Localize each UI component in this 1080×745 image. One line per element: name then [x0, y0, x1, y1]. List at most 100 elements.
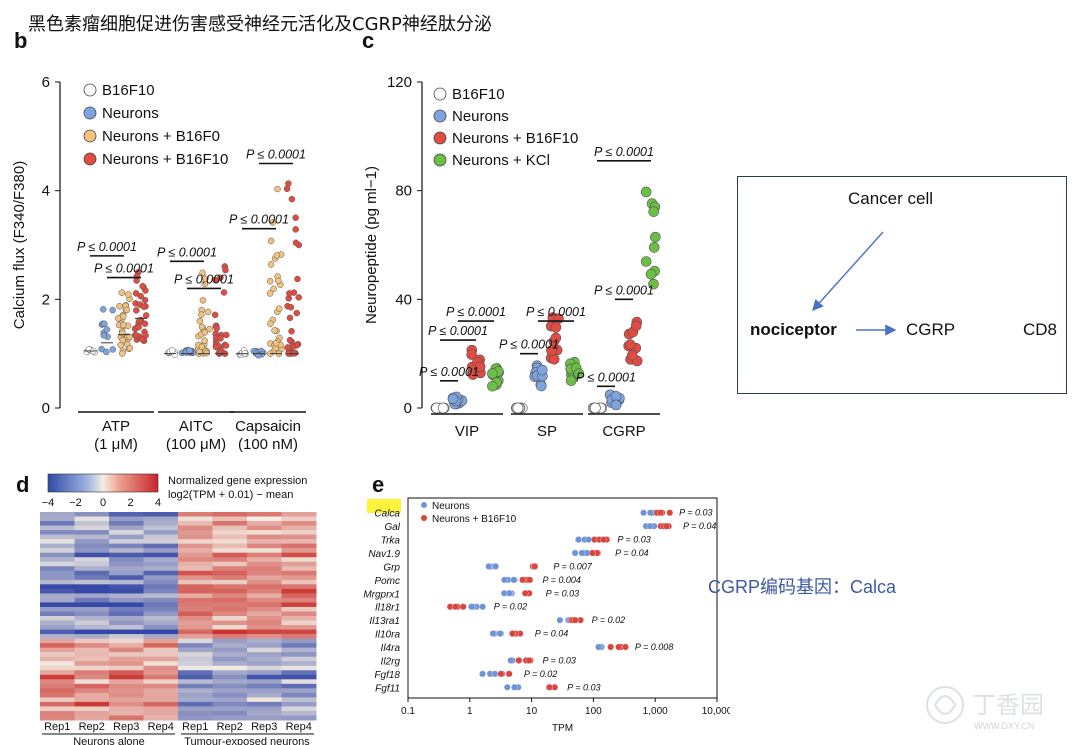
d-heatmap-cell [143, 566, 179, 572]
d-heatmap-cell [109, 710, 144, 716]
d-heatmap-cell [74, 643, 110, 649]
d-heatmap-cell [178, 683, 213, 689]
d-heatmap-cell [212, 638, 248, 644]
d-heatmap-cell [247, 566, 282, 572]
d-heatmap-cell [74, 697, 110, 703]
d-heatmap-cell [143, 548, 179, 554]
e-p-value: P = 0.04 [683, 521, 716, 531]
d-heatmap-cell [74, 584, 110, 590]
b-data-point [284, 344, 291, 351]
d-heatmap-cell [281, 638, 317, 644]
c-y-tick-label: 0 [404, 400, 412, 417]
e-data-point [525, 657, 533, 664]
e-plot-frame [407, 497, 718, 699]
d-heatmap-cell [109, 534, 144, 540]
d-heatmap-cell [40, 566, 75, 572]
d-heatmap-cell [281, 706, 317, 712]
e-data-point [479, 603, 487, 611]
d-heatmap-cell [178, 688, 213, 694]
d-heatmap-cell [247, 679, 282, 685]
b-data-point [206, 325, 213, 333]
d-heatmap-cell [281, 710, 317, 716]
d-heatmap-cell [40, 652, 75, 658]
d-heatmap-cell [281, 629, 317, 635]
b-data-point [133, 277, 140, 284]
e-data-point [491, 670, 499, 678]
d-heatmap-cell [212, 647, 248, 653]
d-heatmap-cell [247, 643, 282, 649]
b-data-point [217, 335, 224, 342]
e-data-point [459, 603, 467, 611]
c-group-label: SP [537, 423, 557, 440]
d-heatmap-cell [143, 683, 179, 689]
d-heatmap-cell [281, 611, 317, 617]
b-data-point [142, 312, 150, 319]
d-heatmap-cell [212, 629, 248, 635]
b-legend-marker [83, 83, 97, 97]
e-p-value: P = 0.008 [635, 642, 673, 652]
d-column-label: Rep2 [79, 721, 105, 733]
e-data-point [509, 630, 516, 637]
d-heatmap-cell [212, 701, 248, 707]
b-data-point [223, 331, 230, 339]
e-data-point [519, 576, 526, 584]
d-heatmap-cell [281, 521, 317, 527]
d-heatmap-cell [247, 602, 282, 608]
panel-label-d: d [16, 472, 30, 497]
d-heatmap-cell [74, 616, 110, 622]
d-heatmap-cell [109, 674, 144, 680]
b-data-point [135, 323, 142, 331]
d-heatmap-cell [109, 552, 144, 558]
b-p-value: P ≤ 0.0001 [157, 245, 217, 259]
d-heatmap-cell [247, 665, 282, 671]
d-heatmap-cell [281, 548, 317, 554]
b-data-point [119, 336, 126, 344]
d-heatmap-cell [40, 543, 75, 549]
e-gene-label: Gal [384, 522, 400, 533]
d-heatmap-cell [247, 521, 282, 527]
d-heatmap-cell [143, 620, 179, 626]
d-heatmap-cell [143, 584, 179, 590]
e-gene-highlight [367, 499, 401, 513]
b-data-point [138, 335, 146, 343]
d-column-label: Rep3 [113, 721, 139, 733]
b-data-point [211, 311, 219, 319]
d-heatmap-cell [74, 715, 110, 721]
b-data-point [267, 237, 275, 245]
d-heatmap-cell [178, 656, 213, 662]
e-data-point [595, 643, 602, 651]
b-data-point [204, 308, 212, 316]
d-heatmap-cell [212, 697, 248, 703]
b-data-point [286, 314, 294, 322]
b-legend-entry: Neurons + B16F10 [102, 151, 228, 168]
d-heatmap-cell [247, 625, 282, 631]
d-heatmap-cell [178, 643, 213, 649]
e-gene-label: Il18r1 [375, 603, 400, 614]
e-data-point [503, 683, 511, 691]
d-heatmap-cell [40, 625, 75, 631]
d-heatmap-cell [281, 575, 317, 581]
d-heatmap-cell [74, 679, 110, 685]
e-data-point [589, 549, 596, 557]
d-heatmap-cell [40, 679, 75, 685]
d-heatmap-cell [178, 701, 213, 707]
e-data-point [546, 683, 553, 691]
d-heatmap-cell [74, 597, 110, 603]
e-data-point [510, 576, 518, 584]
d-heatmap-cell [281, 570, 317, 576]
d-heatmap-cell [281, 584, 317, 590]
e-p-value: P = 0.02 [494, 602, 527, 612]
b-data-point [119, 329, 126, 337]
b-data-point [294, 275, 301, 283]
d-heatmap-cell [281, 606, 317, 612]
d-heatmap-cell [212, 557, 248, 563]
c-y-tick-label: 80 [395, 183, 412, 200]
b-data-point [101, 320, 108, 328]
b-data-point [120, 313, 127, 320]
d-heatmap-cell [247, 548, 282, 554]
d-heatmap-cell [178, 620, 213, 626]
d-heatmap-cell [281, 512, 317, 518]
d-heatmap-cell [40, 710, 75, 716]
d-colorbar-tick: −4 [42, 497, 55, 509]
d-heatmap-cell [109, 593, 144, 599]
